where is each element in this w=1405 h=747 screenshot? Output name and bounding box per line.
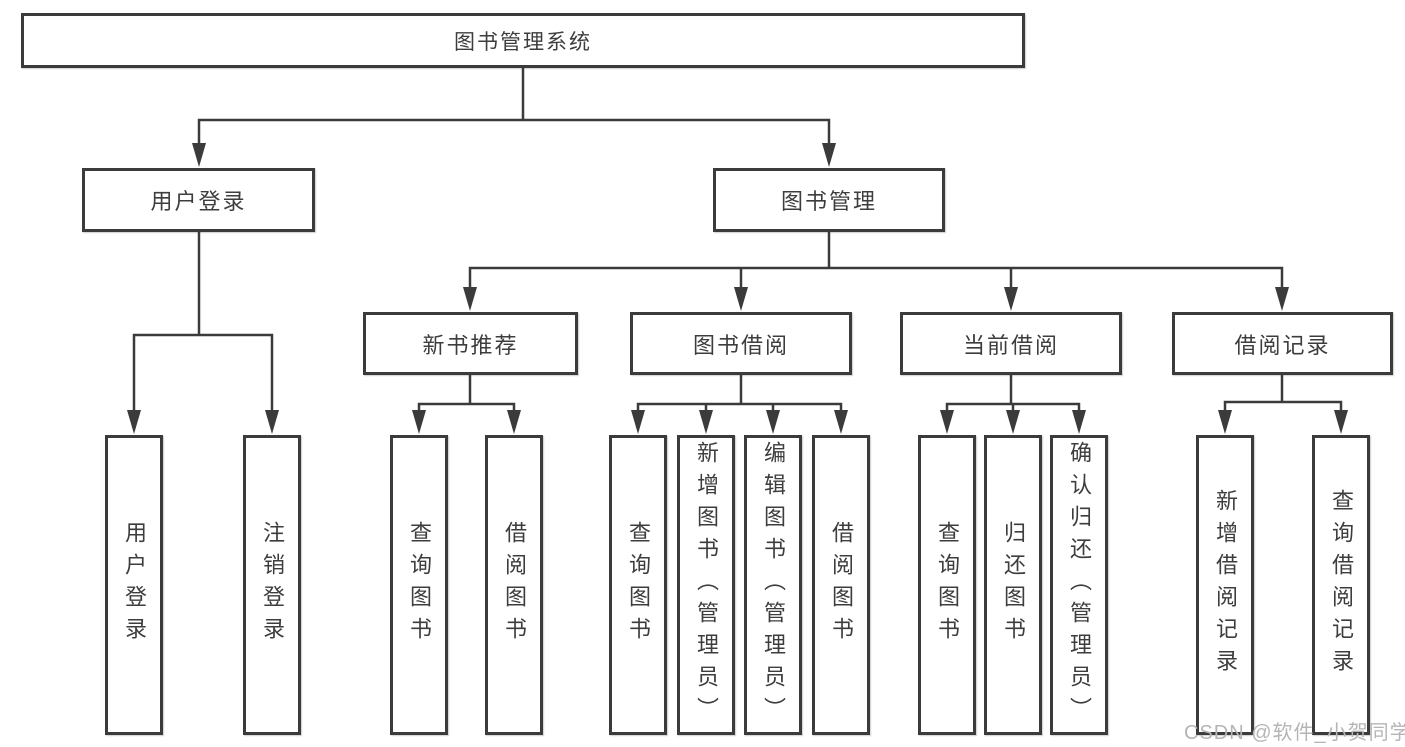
node-label: 查询图书 <box>626 521 651 649</box>
arrow-icon <box>192 143 206 167</box>
node-label: 图书管理 <box>780 189 877 214</box>
leaf-confirm-return-admin: 确认归还（管理员） <box>1050 435 1108 735</box>
node-borrowing-records: 借阅记录 <box>1172 312 1393 375</box>
node-label: 借阅记录 <box>1234 332 1331 358</box>
node-book-borrowing: 图书借阅 <box>630 312 852 375</box>
arrow-icon <box>1006 410 1020 434</box>
node-book-management: 图书管理 <box>713 168 945 232</box>
arrow-icon <box>507 410 521 434</box>
arrow-icon <box>822 143 836 167</box>
node-label: 新增图书（管理员） <box>694 441 719 729</box>
arrow-icon <box>834 410 848 434</box>
leaf-query-books-borrowing: 查询图书 <box>609 435 667 735</box>
arrow-icon <box>940 410 954 434</box>
node-label: 新书推荐 <box>422 332 519 358</box>
arrow-icon <box>766 410 780 434</box>
arrow-icon <box>1334 410 1348 434</box>
node-label: 编辑图书（管理员） <box>761 441 786 729</box>
connector-user-login-children <box>132 230 274 415</box>
node-label: 当前借阅 <box>962 332 1059 358</box>
arrow-icon <box>265 410 279 434</box>
leaf-edit-book-admin: 编辑图书（管理员） <box>744 435 802 735</box>
arrowheads <box>127 143 1348 434</box>
watermark: CSDN @软件_小贺同学 <box>1184 722 1405 744</box>
leaf-user-login: 用户登录 <box>105 435 163 735</box>
node-label: 查询图书 <box>935 521 960 649</box>
arrow-icon <box>699 410 713 434</box>
connector-book-borrowing-children <box>636 373 843 414</box>
leaf-query-books-recommend: 查询图书 <box>390 435 448 735</box>
leaf-add-book-admin: 新增图书（管理员） <box>677 435 735 735</box>
node-new-book-recommendation: 新书推荐 <box>363 312 578 375</box>
leaf-add-borrow-record: 新增借阅记录 <box>1196 435 1254 735</box>
arrow-icon <box>1072 410 1086 434</box>
arrow-icon <box>734 287 748 311</box>
node-label: 确认归还（管理员） <box>1067 441 1092 729</box>
connector-book-management-children <box>468 230 1284 292</box>
arrow-icon <box>1218 410 1232 434</box>
leaf-query-borrow-record: 查询借阅记录 <box>1312 435 1370 735</box>
node-label: 用户登录 <box>150 189 247 214</box>
connector-root-to-level2 <box>197 66 831 148</box>
leaf-query-books-current: 查询图书 <box>918 435 976 735</box>
arrow-icon <box>1004 287 1018 311</box>
node-current-borrowing: 当前借阅 <box>900 312 1122 375</box>
node-label: 借阅图书 <box>829 521 854 649</box>
node-label: 图书管理系统 <box>454 30 592 54</box>
node-label: 注销登录 <box>260 521 285 649</box>
node-user-login: 用户登录 <box>82 168 315 232</box>
connector-current-borrowing-children <box>945 373 1081 414</box>
arrow-icon <box>463 287 477 311</box>
leaf-logout: 注销登录 <box>243 435 301 735</box>
leaf-borrow-books-recommend: 借阅图书 <box>485 435 543 735</box>
connector-borrowing-records-children <box>1223 373 1343 414</box>
leaf-borrow-books-borrowing: 借阅图书 <box>812 435 870 735</box>
node-label: 查询图书 <box>407 521 432 649</box>
node-label: 查询借阅记录 <box>1329 489 1354 681</box>
arrow-icon <box>127 410 141 434</box>
node-label: 图书借阅 <box>692 332 789 358</box>
node-label: 归还图书 <box>1001 521 1026 649</box>
node-label: 借阅图书 <box>502 521 527 649</box>
arrow-icon <box>1275 287 1289 311</box>
leaf-return-book: 归还图书 <box>984 435 1042 735</box>
node-label: 用户登录 <box>122 521 147 649</box>
node-book-management-system: 图书管理系统 <box>21 13 1025 68</box>
connector-new-book-children <box>417 373 516 414</box>
node-label: 新增借阅记录 <box>1213 489 1238 681</box>
arrow-icon <box>412 410 426 434</box>
arrow-icon <box>631 410 645 434</box>
